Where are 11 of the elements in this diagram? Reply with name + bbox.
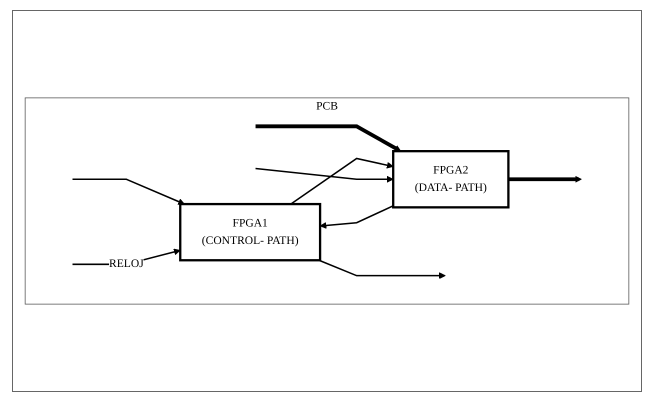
node-box (179, 202, 322, 262)
diagram-frame: PCB RELOJ FPGA1 (CONTROL- PATH) FPGA2 (DATA- PATH) (12, 10, 642, 392)
arrow (72, 178, 185, 205)
arrow (318, 260, 446, 280)
arrow (320, 205, 394, 229)
arrow (256, 124, 402, 152)
arrow (255, 168, 394, 183)
arrow (290, 158, 394, 205)
cluster (24, 97, 630, 305)
arrow (508, 176, 582, 183)
node-box (392, 150, 510, 208)
